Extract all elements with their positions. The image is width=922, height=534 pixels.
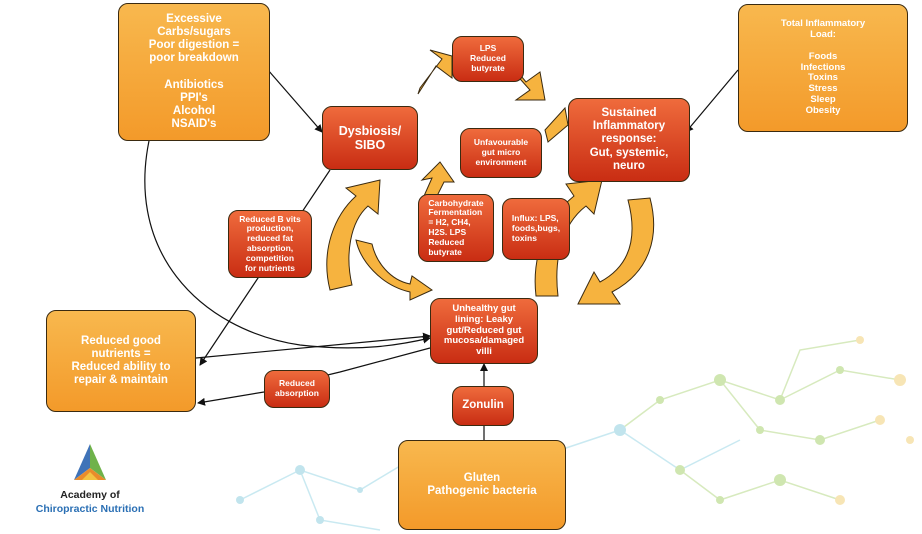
gluten-box: Gluten Pathogenic bacteria	[398, 440, 566, 530]
molecule-network-decoration	[236, 336, 914, 531]
lps-box: LPS Reduced butyrate	[452, 36, 524, 82]
reduced-absorption-box: Reduced absorption	[264, 370, 330, 408]
carb-fermentation-box: Carbohydrate Fermentation = H2, CH4, H2S…	[418, 194, 494, 262]
carb-fermentation-text: Carbohydrate Fermentation = H2, CH4, H2S…	[428, 197, 484, 257]
unfavourable-text: Unfavourable gut micro environment	[473, 137, 529, 167]
gluten-text: Gluten Pathogenic bacteria	[427, 471, 537, 497]
causes-box: Excessive Carbs/sugars Poor digestion = …	[118, 3, 270, 141]
reduced-b-vits-text: Reduced B vits production, reduced fat a…	[239, 213, 301, 273]
unhealthy-gut-box: Unhealthy gut lining: Leaky gut/Reduced …	[430, 298, 538, 364]
dysbiosis-box: Dysbiosis/ SIBO	[322, 106, 418, 170]
dysbiosis-text: Dysbiosis/ SIBO	[338, 123, 402, 152]
inflammatory-load-box: Total Inflammatory Load: Foods Infection…	[738, 4, 908, 132]
sustained-box: Sustained Inflammatory response: Gut, sy…	[568, 98, 690, 182]
zonulin-text: Zonulin	[462, 399, 504, 412]
reduced-good-box: Reduced good nutrients = Reduced ability…	[46, 310, 196, 412]
reduced-good-text: Reduced good nutrients = Reduced ability…	[71, 334, 171, 387]
lps-text: LPS Reduced butyrate	[470, 43, 506, 73]
reduced-absorption-text: Reduced absorption	[275, 378, 319, 398]
influx-box: Influx: LPS, foods,bugs, toxins	[502, 198, 570, 260]
influx-text: Influx: LPS, foods,bugs, toxins	[511, 213, 561, 243]
reduced-b-vits-box: Reduced B vits production, reduced fat a…	[228, 210, 312, 278]
academy-logo-icon	[74, 444, 106, 480]
unhealthy-gut-text: Unhealthy gut lining: Leaky gut/Reduced …	[443, 302, 525, 358]
cycle-arrows	[326, 49, 655, 305]
logo-line1: Academy of	[60, 489, 120, 501]
zonulin-box: Zonulin	[452, 386, 514, 426]
logo-line2: Chiropractic Nutrition	[35, 503, 145, 515]
causes-text: Excessive Carbs/sugars Poor digestion = …	[148, 12, 240, 131]
inflammatory-load-text: Total Inflammatory Load: Foods Infection…	[780, 17, 866, 117]
sustained-text: Sustained Inflammatory response: Gut, sy…	[589, 106, 669, 172]
unfavourable-box: Unfavourable gut micro environment	[460, 128, 542, 178]
